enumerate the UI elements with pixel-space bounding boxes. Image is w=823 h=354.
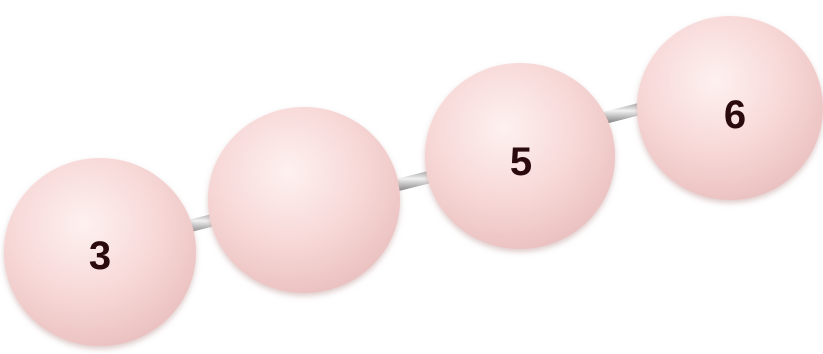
bead-2 <box>208 107 400 293</box>
bead-sphere <box>208 107 400 293</box>
bead-1: 3 <box>4 158 196 346</box>
bead-label: 6 <box>724 93 746 137</box>
bead-4: 6 <box>637 16 823 200</box>
bead-label: 5 <box>510 140 532 184</box>
bead-3: 5 <box>425 63 615 249</box>
bead-label: 3 <box>89 234 111 278</box>
